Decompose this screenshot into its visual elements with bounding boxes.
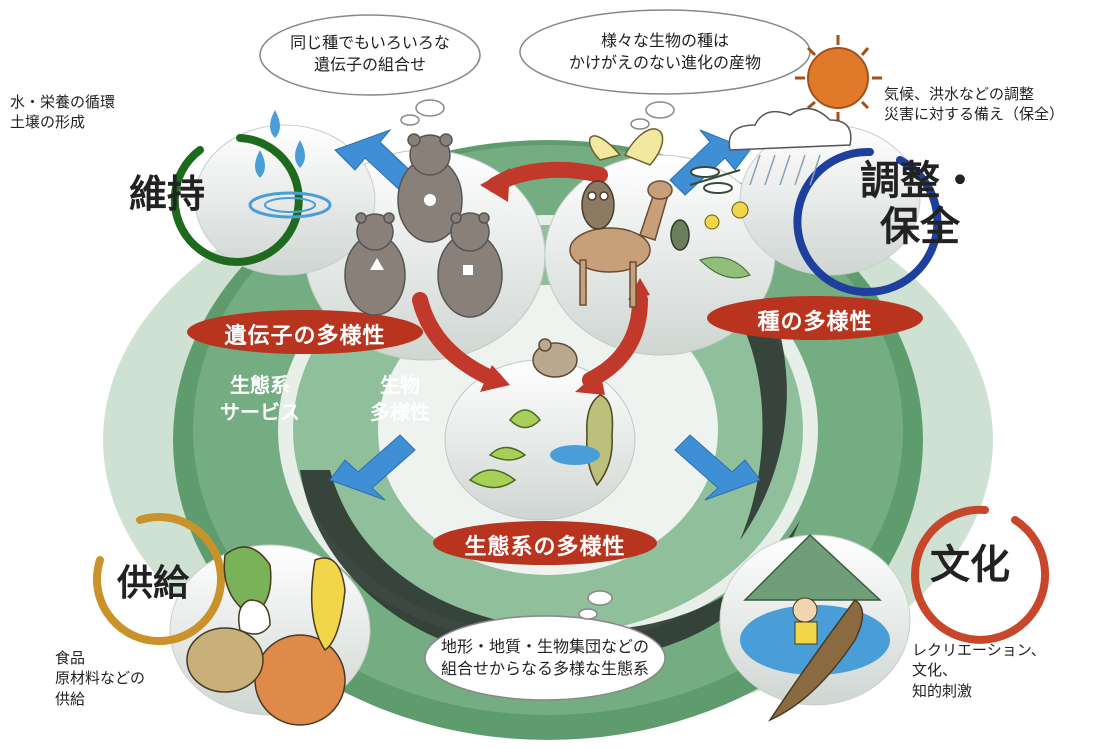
bubble-ecosystem-combo: 地形・地質・生物集団などの 組合せからなる多様な生態系 bbox=[440, 637, 649, 678]
deer-icon bbox=[569, 180, 673, 308]
plant-icon bbox=[468, 409, 541, 489]
butterfly-icon bbox=[589, 128, 664, 166]
owl-icon bbox=[581, 180, 615, 230]
thought-bubbles bbox=[259, 9, 811, 701]
water-drops-icon bbox=[248, 110, 332, 219]
cloud-rain-icon bbox=[728, 107, 852, 186]
flower-icon bbox=[699, 201, 751, 279]
pond-icon bbox=[550, 445, 600, 465]
label-species-diversity: 種の多様性 bbox=[757, 310, 873, 335]
dragonfly-icon bbox=[689, 166, 741, 194]
service-provision-description: 食品 原材料などの 供給 bbox=[55, 649, 146, 708]
blue-arrows bbox=[329, 128, 761, 501]
label-genetic-diversity: 遺伝子の多様性 bbox=[224, 324, 386, 349]
label-ecosystem-diversity: 生態系の多様性 bbox=[464, 535, 626, 560]
service-culture-name: 文化 bbox=[930, 541, 1010, 588]
service-culture-description: レクリエーション、 文化、 知的刺激 bbox=[912, 641, 1046, 700]
service-regulate-name: 調整・ 保全 bbox=[860, 157, 980, 250]
canoe-person-icon bbox=[767, 597, 864, 722]
service-provision-name: 供給 bbox=[116, 562, 189, 604]
tree-icon bbox=[585, 394, 614, 487]
maintain-disc bbox=[194, 124, 376, 276]
bubble-genetic-combo: 同じ種でもいろいろな 遺伝子の組合せ bbox=[290, 33, 450, 74]
label-ecosystem-services: 生態系 サービス bbox=[220, 373, 300, 424]
beetle-icon bbox=[670, 219, 690, 251]
service-maintain-name: 維持 bbox=[128, 171, 205, 216]
label-biodiversity: 生物 多様性 bbox=[370, 373, 430, 424]
diversity-pills bbox=[187, 296, 923, 565]
bear-icon bbox=[344, 133, 503, 318]
service-maintain-description: 水・栄養の循環 土壌の形成 bbox=[10, 93, 116, 132]
bubble-species-evolution: 様々な生物の種は かけがえのない進化の産物 bbox=[568, 31, 761, 72]
service-rings bbox=[93, 134, 1050, 646]
service-regulate-description: 気候、洪水などの調整 災害に対する備え（保全） bbox=[884, 85, 1065, 124]
sun-icon bbox=[795, 35, 882, 122]
vegetables-icon bbox=[186, 546, 346, 726]
pika-icon bbox=[532, 338, 578, 378]
